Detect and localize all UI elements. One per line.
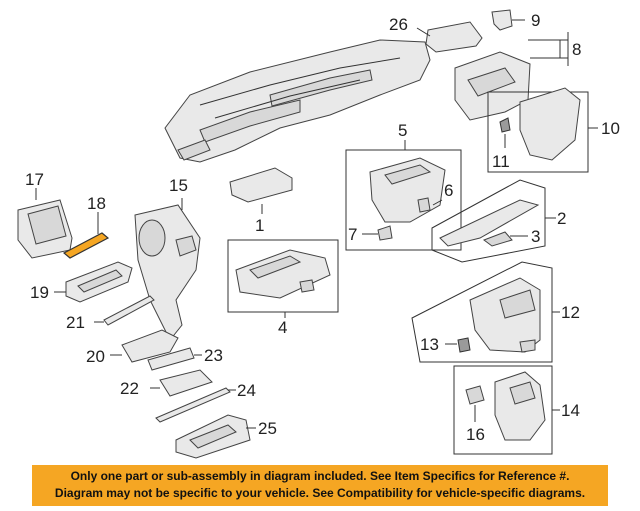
callout-12: 12 <box>561 303 580 322</box>
callout-6: 6 <box>444 181 453 200</box>
callout-25: 25 <box>258 419 277 438</box>
callout-14: 14 <box>561 401 580 420</box>
callout-19: 19 <box>30 283 49 302</box>
part-12-box <box>411 261 560 363</box>
callout-23: 23 <box>204 346 223 365</box>
callout-20: 20 <box>86 347 105 366</box>
callout-16: 16 <box>466 425 485 444</box>
callout-2: 2 <box>557 209 566 228</box>
instrument-panel <box>164 39 431 163</box>
callout-1: 1 <box>255 216 264 235</box>
callout-10: 10 <box>601 119 620 138</box>
callout-9: 9 <box>531 11 540 30</box>
callout-4: 4 <box>278 318 287 337</box>
part-9-bracket <box>491 9 525 31</box>
callout-17: 17 <box>25 170 44 189</box>
part-5-box <box>345 140 462 251</box>
part-21 <box>94 295 155 326</box>
callout-15: 15 <box>169 176 188 195</box>
part-19 <box>54 261 133 303</box>
callout-3: 3 <box>531 227 540 246</box>
part-25 <box>175 414 256 459</box>
callout-5: 5 <box>398 121 407 140</box>
part-4-box <box>227 239 339 318</box>
part-24 <box>155 387 236 423</box>
part-20 <box>110 329 179 363</box>
part-15 <box>134 198 201 341</box>
callout-22: 22 <box>120 379 139 398</box>
part-10-box <box>487 87 598 173</box>
part-22 <box>150 369 213 397</box>
disclaimer-banner: Only one part or sub-assembly in diagram… <box>32 465 608 506</box>
callout-18: 18 <box>87 194 106 213</box>
callout-26: 26 <box>389 15 408 34</box>
callout-8: 8 <box>572 40 581 59</box>
part-1 <box>229 167 293 214</box>
part-2-box <box>431 179 556 263</box>
part-17 <box>17 188 73 259</box>
callout-24: 24 <box>237 381 256 400</box>
part-8-assembly <box>454 32 569 121</box>
disclaimer-line-1: Only one part or sub-assembly in diagram… <box>70 469 570 483</box>
callout-13: 13 <box>420 335 439 354</box>
part-18-highlighted <box>62 212 110 259</box>
part-26-airbag <box>416 21 483 53</box>
callout-21: 21 <box>66 313 85 332</box>
callout-7: 7 <box>348 225 357 244</box>
disclaimer-line-2: Diagram may not be specific to your vehi… <box>54 486 586 500</box>
part-23 <box>147 347 202 371</box>
part-14-box <box>453 365 560 455</box>
callout-11: 11 <box>492 152 510 171</box>
